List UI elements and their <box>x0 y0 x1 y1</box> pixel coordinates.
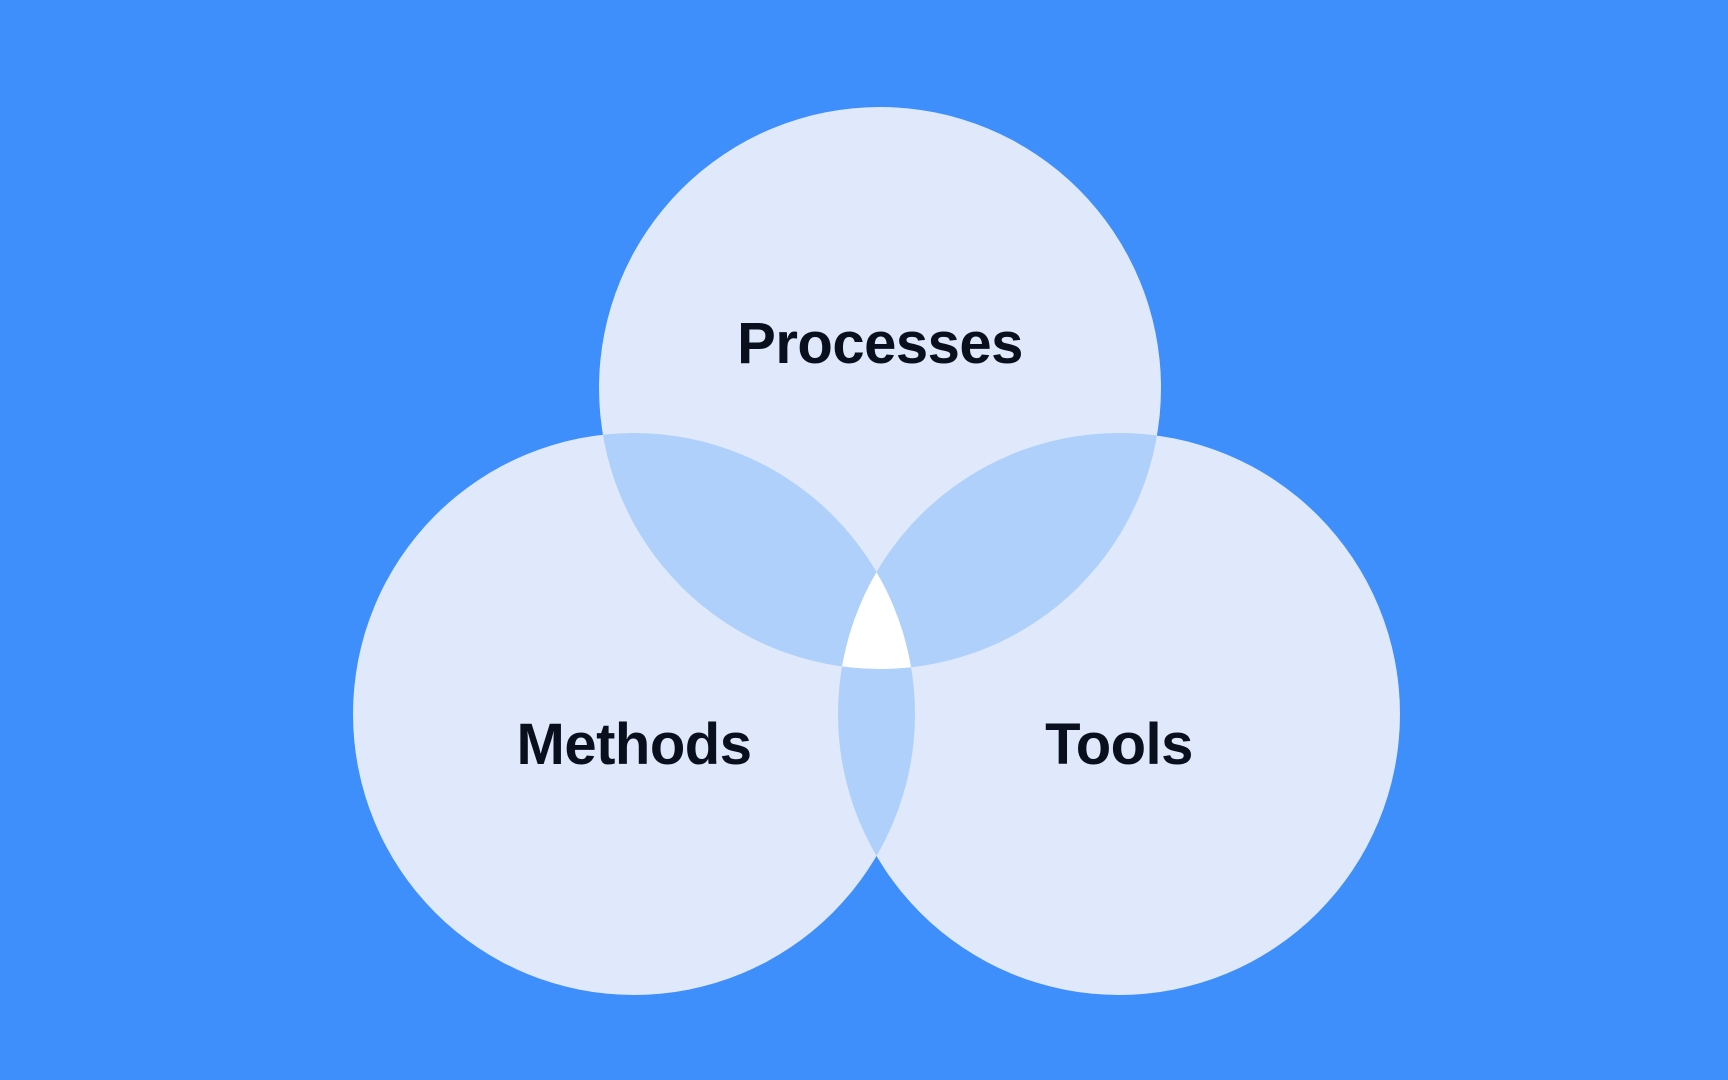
label-tools: Tools <box>1045 712 1193 777</box>
overlap-processes-methods <box>599 433 915 669</box>
overlap-processes-tools <box>838 433 1161 669</box>
label-methods: Methods <box>516 712 752 777</box>
label-processes: Processes <box>737 311 1023 376</box>
